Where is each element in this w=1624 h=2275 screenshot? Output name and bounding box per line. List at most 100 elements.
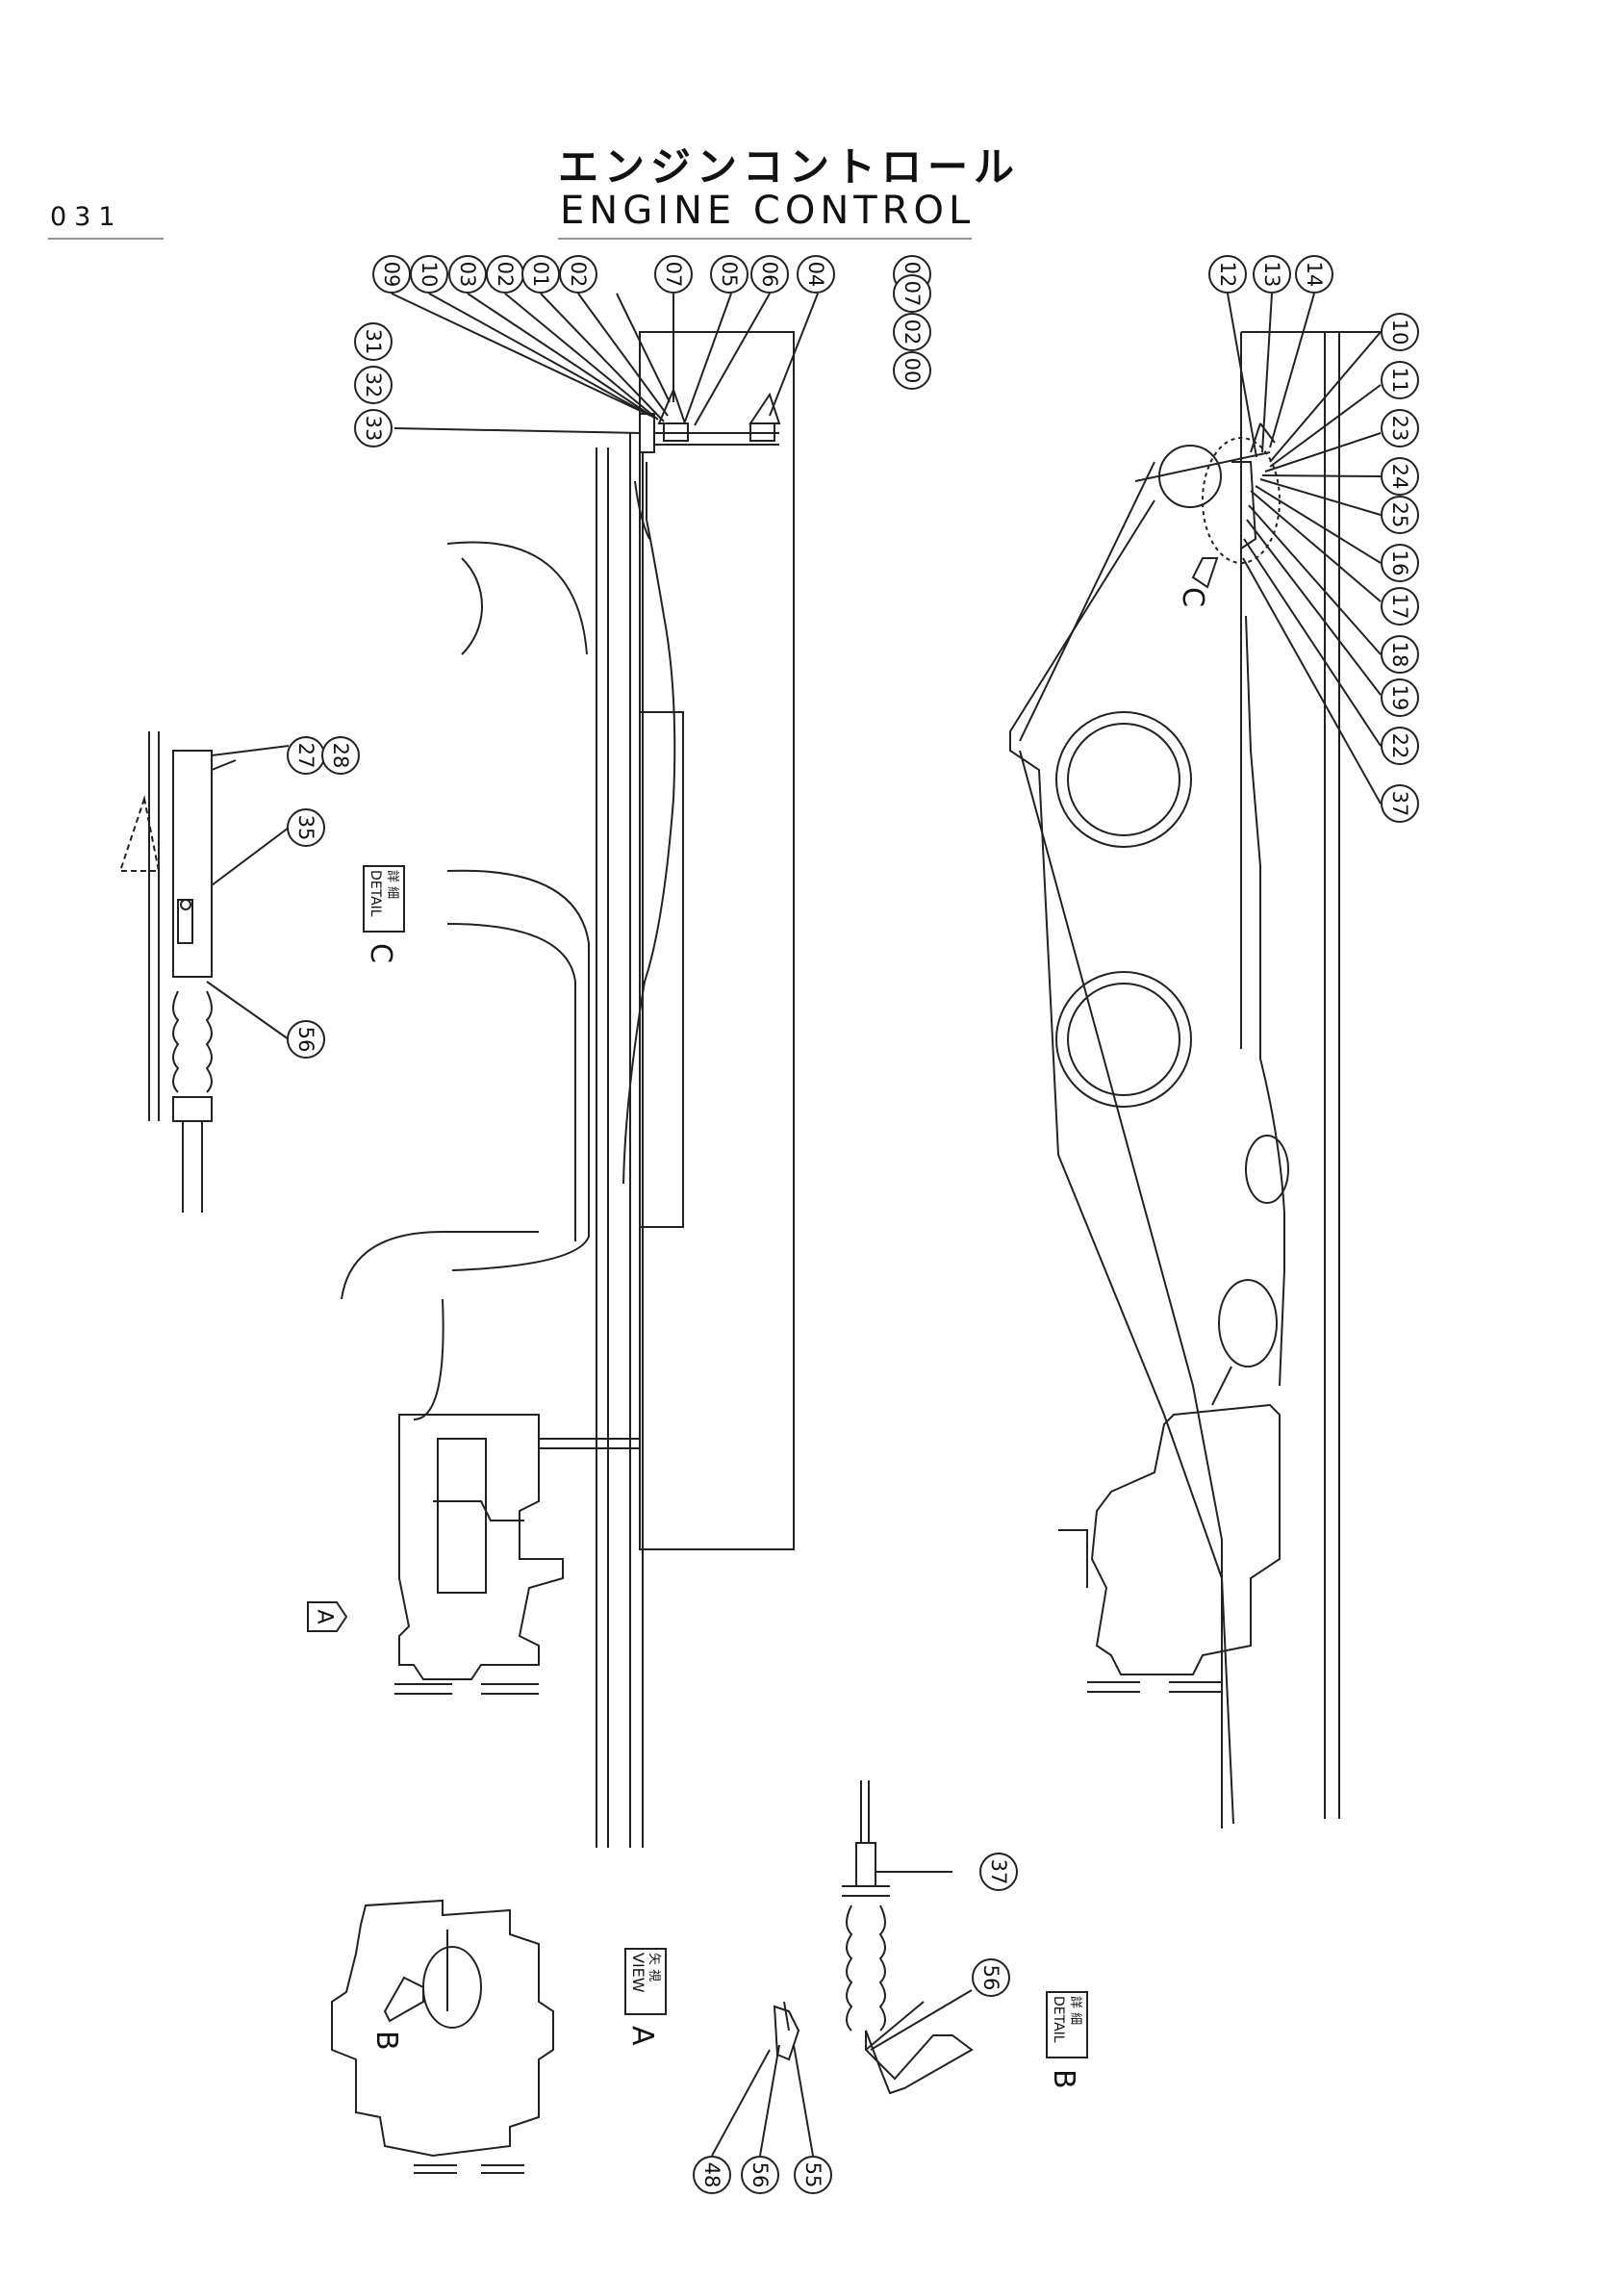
svg-text:C: C	[364, 943, 397, 963]
callout-02b: 02	[559, 255, 597, 294]
callout-37b: 37	[979, 1853, 1018, 1891]
svg-text:07: 07	[662, 262, 685, 288]
svg-text:01: 01	[529, 262, 552, 288]
svg-text:04: 04	[804, 262, 827, 288]
callout-00: 00	[893, 351, 931, 390]
callout-32: 32	[354, 366, 393, 404]
callout-24: 24	[1381, 457, 1419, 496]
view-a-label: 矢 視 VIEW A	[624, 1948, 667, 2046]
callout-02: 02	[486, 255, 524, 294]
callout-05: 05	[710, 255, 749, 294]
svg-text:14: 14	[1303, 262, 1326, 288]
callout-37: 37	[1381, 784, 1419, 823]
callout-56b: 56	[972, 1958, 1010, 1997]
callout-19: 19	[1381, 678, 1419, 717]
callout-48: 48	[693, 2156, 731, 2194]
svg-text:11: 11	[1388, 368, 1411, 394]
svg-text:22: 22	[1388, 733, 1411, 759]
callout-12: 12	[1208, 255, 1247, 294]
callout-11: 11	[1381, 361, 1419, 399]
svg-text:02: 02	[901, 320, 924, 345]
callout-03: 03	[448, 255, 487, 294]
callout-56c: 56	[741, 2156, 779, 2194]
detail-c-label: 詳 細 DETAIL C	[363, 865, 405, 963]
svg-text:55: 55	[801, 2162, 825, 2188]
svg-text:56: 56	[749, 2162, 772, 2188]
c-pointer: C	[1176, 587, 1209, 607]
title-japanese: エンジンコントロール	[558, 143, 1021, 191]
svg-text:DETAIL: DETAIL	[368, 870, 383, 917]
svg-text:48: 48	[700, 2162, 723, 2188]
svg-text:詳 細: 詳 細	[385, 870, 400, 899]
svg-text:37: 37	[1388, 791, 1411, 817]
svg-text:B: B	[1047, 2069, 1080, 2089]
svg-text:32: 32	[362, 372, 385, 398]
svg-text:A: A	[625, 2026, 659, 2046]
callout-27: 27	[287, 736, 325, 775]
svg-text:17: 17	[1388, 594, 1411, 620]
callout-35: 35	[287, 808, 325, 847]
svg-text:DETAIL: DETAIL	[1051, 1996, 1066, 2043]
svg-text:09: 09	[380, 262, 403, 288]
svg-text:00: 00	[901, 358, 924, 384]
svg-text:13: 13	[1260, 262, 1283, 288]
callout-06: 06	[750, 255, 789, 294]
callout-09: 09	[372, 255, 411, 294]
svg-text:02: 02	[567, 262, 590, 288]
detail-c-drawing	[118, 731, 237, 1213]
callout-04: 04	[797, 255, 835, 294]
svg-text:10: 10	[1388, 320, 1411, 345]
callout-07: 07	[654, 255, 693, 294]
svg-text:VIEW: VIEW	[629, 1953, 647, 1993]
callout-56: 56	[287, 1020, 325, 1059]
callout-22: 22	[1381, 727, 1419, 765]
svg-text:06: 06	[758, 262, 781, 288]
callout-02c: 02	[893, 313, 931, 351]
title-english: ENGINE CONTROL	[560, 189, 976, 233]
svg-text:矢 視: 矢 視	[647, 1953, 661, 1981]
svg-text:56: 56	[979, 1965, 1002, 1991]
detail-b-drawing	[842, 1780, 974, 2095]
callout-13: 13	[1253, 255, 1291, 294]
callout-10b: 10	[1381, 313, 1419, 351]
svg-text:詳 細: 詳 細	[1068, 1996, 1083, 2025]
svg-text:03: 03	[456, 262, 479, 288]
svg-text:05: 05	[718, 262, 741, 288]
callout-31: 31	[354, 322, 393, 361]
detail-b-label: 詳 細 DETAIL B	[1046, 1991, 1088, 2089]
svg-text:24: 24	[1388, 464, 1411, 490]
callout-33: 33	[354, 409, 393, 447]
svg-text:19: 19	[1388, 685, 1411, 711]
view-a-drawing	[331, 1899, 554, 2174]
main-frame-left	[341, 331, 795, 1848]
callout-17: 17	[1381, 587, 1419, 626]
svg-text:02: 02	[494, 262, 517, 288]
svg-text:35: 35	[294, 815, 317, 841]
callout-14: 14	[1295, 255, 1333, 294]
svg-text:33: 33	[362, 416, 385, 442]
callout-25: 25	[1381, 496, 1419, 534]
svg-text:07: 07	[901, 281, 924, 307]
svg-text:12: 12	[1216, 262, 1239, 288]
view-a-b-marker: B	[369, 2031, 403, 2051]
svg-text:25: 25	[1388, 502, 1411, 528]
svg-text:23: 23	[1388, 416, 1411, 442]
page-number: 031	[50, 202, 123, 232]
callout-55: 55	[794, 2156, 832, 2194]
svg-text:27: 27	[294, 743, 317, 769]
main-frame-right	[1009, 331, 1414, 1828]
svg-text:18: 18	[1388, 642, 1411, 668]
view-a-arrow: A	[307, 1601, 348, 1632]
callout-16: 16	[1381, 544, 1419, 582]
callout-07c: 07	[893, 274, 931, 313]
svg-text:37: 37	[987, 1859, 1010, 1885]
callout-28: 28	[321, 736, 360, 775]
callout-23: 23	[1381, 409, 1419, 447]
svg-text:31: 31	[362, 329, 385, 355]
svg-text:28: 28	[329, 743, 352, 769]
callout-10: 10	[410, 255, 448, 294]
callout-18: 18	[1381, 635, 1419, 674]
svg-text:56: 56	[294, 1027, 317, 1053]
svg-text:16: 16	[1388, 550, 1411, 576]
